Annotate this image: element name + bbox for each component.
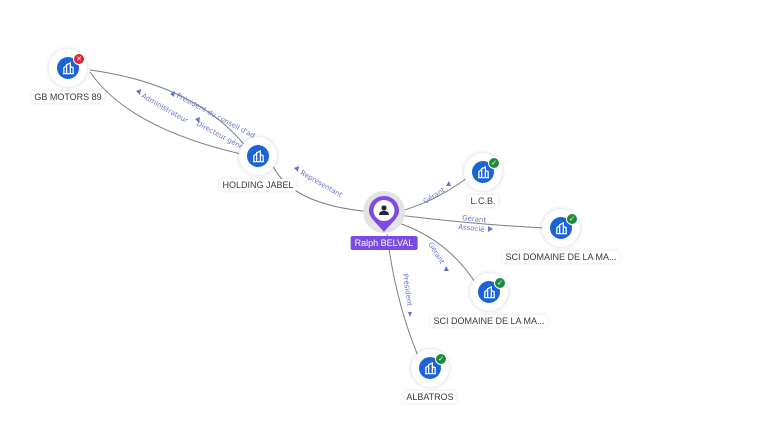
edge-center-holding bbox=[271, 163, 373, 213]
edge-label: Gérant bbox=[426, 241, 446, 266]
check-icon: ✓ bbox=[488, 157, 500, 169]
close-icon: ✕ bbox=[73, 53, 85, 65]
edge-center-sci1 bbox=[397, 214, 547, 229]
node-label: SCI DOMAINE DE LA MA... bbox=[502, 251, 620, 263]
arrow-icon bbox=[170, 91, 175, 97]
arrow-icon bbox=[408, 312, 412, 317]
person-pin-icon bbox=[369, 196, 399, 232]
edge-holding-gbmotors-admin bbox=[89, 71, 251, 157]
company-icon bbox=[247, 145, 269, 167]
arrow-icon bbox=[294, 166, 299, 172]
node-label: ALBATROS bbox=[403, 391, 457, 403]
edge-label: Représentant bbox=[299, 169, 344, 200]
check-icon: ✓ bbox=[566, 213, 578, 225]
node-label: SCI DOMAINE DE LA MA... bbox=[430, 315, 548, 327]
edge-label: Président bbox=[401, 273, 414, 307]
node-label: GB MOTORS 89 bbox=[31, 91, 105, 103]
edge-center-albatros bbox=[386, 233, 419, 357]
node-label: HOLDING JABEL bbox=[219, 179, 297, 191]
edge-label: Associé bbox=[458, 223, 485, 234]
person-icon bbox=[379, 205, 389, 215]
node-label: L.C.B. bbox=[467, 195, 499, 207]
arrow-icon bbox=[446, 181, 451, 186]
edge-label: Gérant bbox=[422, 186, 447, 206]
check-icon: ✓ bbox=[494, 277, 506, 289]
person-name-label: Ralph BELVAL bbox=[350, 236, 418, 250]
edge-center-sci2 bbox=[395, 221, 479, 288]
arrow-icon bbox=[444, 266, 449, 271]
check-icon: ✓ bbox=[435, 353, 447, 365]
edge-holding-gbmotors-president bbox=[89, 69, 251, 153]
arrow-icon bbox=[136, 89, 141, 95]
arrow-icon bbox=[488, 226, 493, 232]
edge-label: Gérant bbox=[462, 214, 487, 224]
arrow-icon bbox=[195, 117, 200, 123]
